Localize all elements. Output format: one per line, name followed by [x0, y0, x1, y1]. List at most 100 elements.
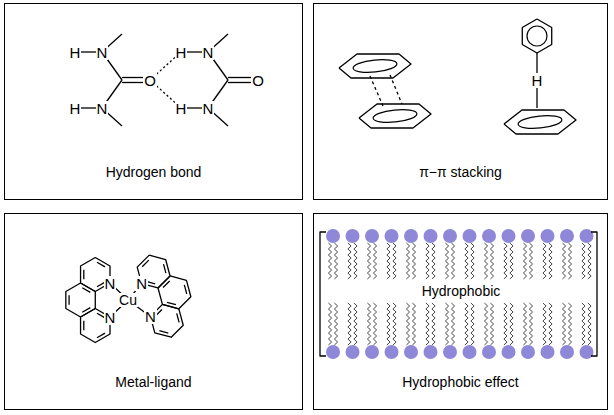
bracket [591, 232, 597, 356]
double-bond [167, 302, 176, 304]
lipid-tail [549, 303, 552, 345]
panel-box: Hydrophobic effect [313, 213, 608, 410]
lipid-tail [451, 243, 454, 279]
lipid-tail [406, 243, 409, 279]
lipid-tail [465, 243, 468, 279]
lipid-tail [328, 303, 331, 345]
lipid-head [385, 345, 399, 359]
atom-label: H [175, 101, 188, 116]
lipid-head [521, 345, 535, 359]
double-bond [177, 313, 179, 322]
lipid-tail [445, 243, 448, 279]
lipid-tail [373, 303, 376, 345]
lipid-head [502, 345, 516, 359]
lipid-tail [471, 243, 474, 279]
aromatic-circle [527, 26, 547, 46]
lipid-tail [412, 243, 415, 279]
lipid-tail [588, 303, 591, 345]
lipid-head [424, 345, 438, 359]
lipid-tail [451, 303, 454, 345]
atom-label: Cu [118, 293, 138, 307]
lipid-tail [523, 303, 526, 345]
copper-complex [66, 255, 191, 342]
benzene-ring [359, 104, 431, 128]
lipid-tail [490, 303, 493, 345]
double-bond [184, 285, 186, 294]
atom-label: N [202, 101, 215, 116]
atom-label: N [96, 101, 109, 116]
lipid-head [326, 229, 340, 243]
lipid-tail [387, 303, 390, 345]
lipid-tail [393, 303, 396, 345]
panel-caption: Hydrogen bond [106, 164, 202, 181]
panel-caption: π−π stacking [419, 164, 502, 181]
atom-label: N [104, 310, 117, 325]
lipid-tail [432, 243, 435, 279]
double-bond [83, 321, 84, 330]
lipid-tail [334, 243, 337, 279]
lipid-head [560, 229, 574, 243]
lipid-tail [354, 243, 357, 279]
lipid-head [346, 345, 360, 359]
lipid-tail [465, 303, 468, 345]
lipid-head [502, 229, 516, 243]
lipid-tail [582, 303, 585, 345]
lipid-tail [387, 243, 390, 279]
lipid-head [541, 345, 555, 359]
lipid-tail [328, 243, 331, 279]
lipid-tail [588, 243, 591, 279]
panel-caption: Metal-ligand [115, 374, 191, 391]
bracket [320, 232, 326, 356]
lipid-head [385, 229, 399, 243]
lipid-head [580, 229, 594, 243]
lipid-head [424, 229, 438, 243]
lipid-tail [510, 303, 513, 345]
lipid-tail [426, 243, 429, 279]
stacking-dash [390, 75, 402, 104]
lipid-tail [523, 243, 526, 279]
lipid-tail [562, 303, 565, 345]
panel-caption: Hydrophobic effect [402, 374, 518, 391]
lipid-tail [529, 243, 532, 279]
lipid-tail [504, 303, 507, 345]
lipid-head [560, 345, 574, 359]
lipid-bilayer [320, 229, 597, 359]
double-bond [97, 333, 105, 338]
panel-box: Hydrogen bond [4, 3, 303, 200]
atom-label: N [144, 309, 157, 324]
lipid-head [463, 345, 477, 359]
double-bond [68, 295, 69, 304]
lipid-tail [432, 303, 435, 345]
lipid-tail [445, 303, 448, 345]
aromatic-circle [352, 58, 397, 75]
lipid-head [541, 229, 555, 243]
lipid-tail [543, 303, 546, 345]
aromatic-circle [372, 108, 417, 125]
lipid-tail [529, 303, 532, 345]
lipid-head [482, 345, 496, 359]
lipid-head [443, 229, 457, 243]
double-bond [83, 270, 84, 279]
atom-label: N [96, 45, 109, 60]
lipid-head [404, 229, 418, 243]
lipid-tail [334, 303, 337, 345]
double-bond [159, 331, 168, 333]
lipid-tail [471, 303, 474, 345]
pyridine-ring [66, 283, 95, 317]
lipid-tail [568, 243, 571, 279]
lipid-head [443, 345, 457, 359]
atom-label: O [143, 73, 157, 88]
lipid-tail [484, 303, 487, 345]
aromatic-circle [517, 114, 562, 131]
lipid-tail [367, 303, 370, 345]
lipid-tail [373, 243, 376, 279]
benzene-ring [339, 54, 411, 78]
benzene-stacking [339, 19, 576, 134]
atom-label: H [175, 45, 188, 60]
double-bond [142, 260, 149, 267]
lipid-head [463, 229, 477, 243]
lipid-tail [348, 303, 351, 345]
lipid-tail [568, 303, 571, 345]
atom-label: N [135, 276, 148, 291]
